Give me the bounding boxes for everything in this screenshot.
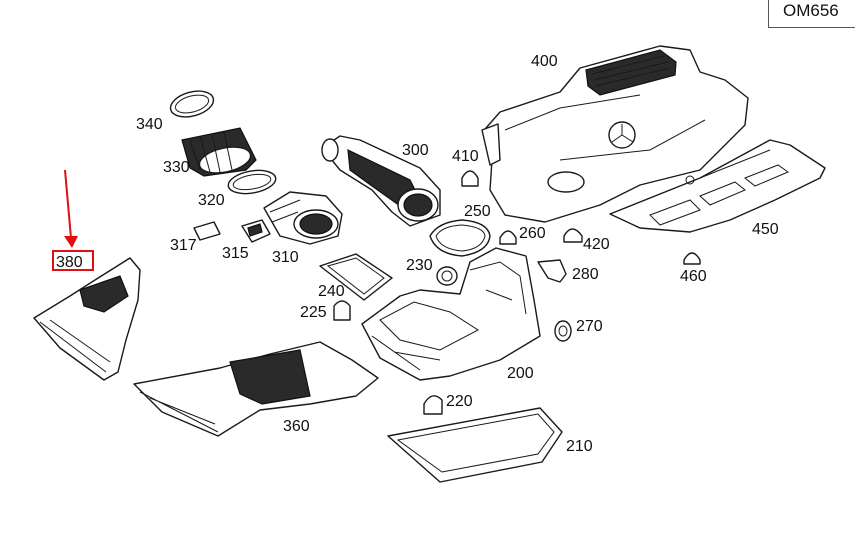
label-420: 420: [583, 236, 610, 253]
duct-380[interactable]: [33, 257, 141, 381]
engine-cover-400[interactable]: [481, 45, 749, 223]
side-cover-450[interactable]: [609, 139, 826, 233]
label-330: 330: [163, 159, 190, 176]
duct-360[interactable]: [133, 341, 379, 437]
label-230: 230: [406, 257, 433, 274]
label-210: 210: [566, 438, 593, 455]
label-400: 400: [531, 53, 558, 70]
ring-340[interactable]: [168, 87, 217, 122]
maf-housing-310[interactable]: [263, 191, 343, 245]
label-360: 360: [283, 418, 310, 435]
label-380[interactable]: 380: [56, 254, 83, 271]
grommet-410[interactable]: [461, 170, 479, 187]
filter-210[interactable]: [387, 407, 563, 483]
seal-230[interactable]: [436, 266, 458, 286]
label-300: 300: [402, 142, 429, 159]
airbox-200[interactable]: [361, 247, 541, 381]
sensor-315[interactable]: [241, 219, 271, 243]
label-460: 460: [680, 268, 707, 285]
label-200: 200: [507, 365, 534, 382]
label-240: 240: [318, 283, 345, 300]
engine-code-box: OM656: [768, 0, 855, 28]
label-280: 280: [572, 266, 599, 283]
seal-270[interactable]: [554, 320, 572, 342]
label-340: 340: [136, 116, 163, 133]
label-450: 450: [752, 221, 779, 238]
label-250: 250: [464, 203, 491, 220]
label-315: 315: [222, 245, 249, 262]
ring-320[interactable]: [226, 167, 277, 197]
grommet-225[interactable]: [333, 300, 351, 321]
sensor-280[interactable]: [537, 259, 567, 283]
gasket-240[interactable]: [319, 253, 393, 301]
tag-317[interactable]: [193, 221, 221, 241]
gasket-250[interactable]: [429, 219, 491, 257]
intake-tube-300[interactable]: [321, 135, 441, 227]
highlight-box[interactable]: [52, 250, 94, 271]
grommet-460[interactable]: [683, 252, 701, 265]
label-317: 317: [170, 237, 197, 254]
label-260: 260: [519, 225, 546, 242]
grommet-420[interactable]: [563, 228, 583, 243]
grommet-260[interactable]: [499, 230, 517, 245]
label-225: 225: [300, 304, 327, 321]
label-310: 310: [272, 249, 299, 266]
engine-code-label: OM656: [783, 1, 839, 20]
highlight-arrow: [64, 169, 72, 239]
label-220: 220: [446, 393, 473, 410]
label-270: 270: [576, 318, 603, 335]
grommet-220[interactable]: [423, 395, 443, 415]
label-320: 320: [198, 192, 225, 209]
label-410: 410: [452, 148, 479, 165]
highlight-arrow-head: [64, 236, 78, 248]
bellows-330[interactable]: [181, 127, 257, 177]
